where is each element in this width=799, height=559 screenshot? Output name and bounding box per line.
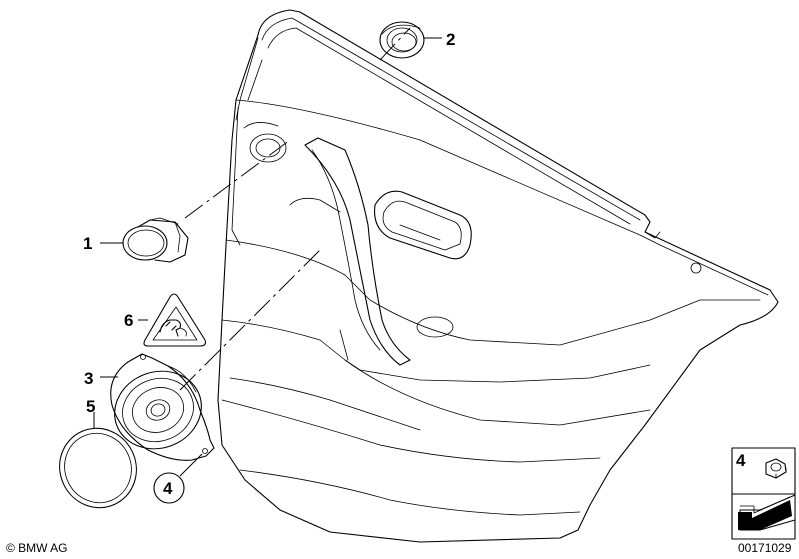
- warning-symbol-icon: [159, 319, 187, 337]
- part-5-sealing-ring: [59, 427, 137, 509]
- callout-2: 2: [446, 30, 455, 49]
- assembly-centerlines: [179, 27, 411, 391]
- callout-3: 3: [84, 369, 93, 388]
- callout-4-circle: [153, 472, 185, 504]
- part-6-warning-label: [143, 293, 206, 347]
- callout-5: 5: [86, 397, 95, 416]
- arrow-icon: [738, 494, 796, 531]
- document-number: 00171029: [738, 541, 792, 555]
- nut-icon: [765, 458, 787, 479]
- callout-1: 1: [83, 234, 92, 253]
- copyright-text: © BMW AG: [6, 541, 68, 555]
- leader-4: [179, 453, 203, 477]
- part-3-speaker: [110, 353, 215, 461]
- door-trim-panel: [217, 9, 779, 543]
- inset-box: 4: [731, 447, 796, 540]
- part-1-tweeter: [122, 217, 189, 263]
- part-2-grommet: [379, 21, 425, 59]
- callout-6: 6: [124, 311, 133, 330]
- inset-callout-4: 4: [736, 451, 746, 470]
- callout-4: 4: [163, 479, 173, 498]
